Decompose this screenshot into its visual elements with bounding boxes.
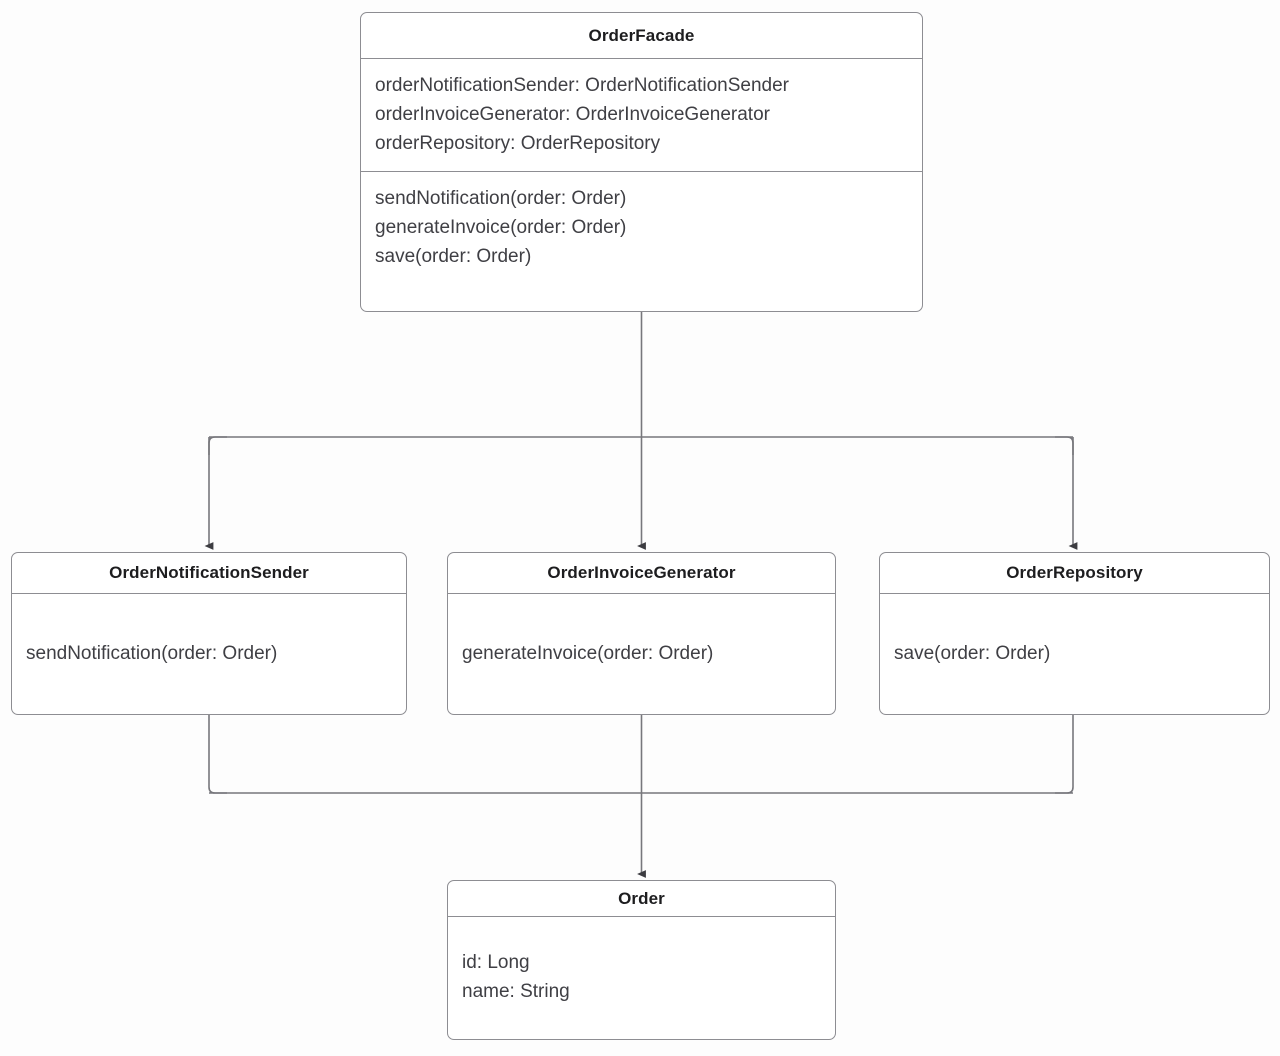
class-title-order-notification-sender: OrderNotificationSender <box>12 553 406 594</box>
operation-row: save(order: Order) <box>894 642 1051 664</box>
connector-bus-corner-right <box>1055 436 1074 455</box>
attribute-row: orderNotificationSender: OrderNotificati… <box>375 75 789 96</box>
class-box-order-repository[interactable]: OrderRepository save(order: Order) <box>879 552 1270 715</box>
class-box-order-facade[interactable]: OrderFacade orderNotificationSender: Ord… <box>360 12 923 312</box>
connector-repository-drop <box>1055 715 1074 794</box>
operations-compartment-order-repository: save(order: Order) <box>880 594 1269 714</box>
connector-bus-corner-left <box>208 436 227 455</box>
class-title-order-repository: OrderRepository <box>880 553 1269 594</box>
class-title-order-invoice-generator: OrderInvoiceGenerator <box>448 553 835 594</box>
class-box-order-invoice-generator[interactable]: OrderInvoiceGenerator generateInvoice(or… <box>447 552 836 715</box>
operations-compartment-order-facade: sendNotification(order: Order) generateI… <box>361 172 922 311</box>
operation-row: sendNotification(order: Order) <box>26 642 278 664</box>
attribute-row: orderRepository: OrderRepository <box>375 132 661 154</box>
class-title-order-facade: OrderFacade <box>361 13 922 59</box>
operation-row: generateInvoice(order: Order) <box>375 216 627 238</box>
attributes-compartment-order-facade: orderNotificationSender: OrderNotificati… <box>361 59 922 172</box>
operation-row: generateInvoice(order: Order) <box>462 642 714 664</box>
attribute-row: id: Long <box>462 952 530 974</box>
operations-compartment-order-notification-sender: sendNotification(order: Order) <box>12 594 406 714</box>
operation-row: save(order: Order) <box>375 245 532 267</box>
attributes-compartment-order: id: Long name: String <box>448 917 835 1039</box>
attribute-row: name: String <box>462 981 570 1002</box>
operation-row: sendNotification(order: Order) <box>375 188 627 209</box>
class-title-order: Order <box>448 881 835 917</box>
attribute-row: orderInvoiceGenerator: OrderInvoiceGener… <box>375 103 770 125</box>
operations-compartment-order-invoice-generator: generateInvoice(order: Order) <box>448 594 835 714</box>
connector-notification-sender-drop <box>208 715 227 794</box>
class-box-order-notification-sender[interactable]: OrderNotificationSender sendNotification… <box>11 552 407 715</box>
class-box-order[interactable]: Order id: Long name: String <box>447 880 836 1040</box>
